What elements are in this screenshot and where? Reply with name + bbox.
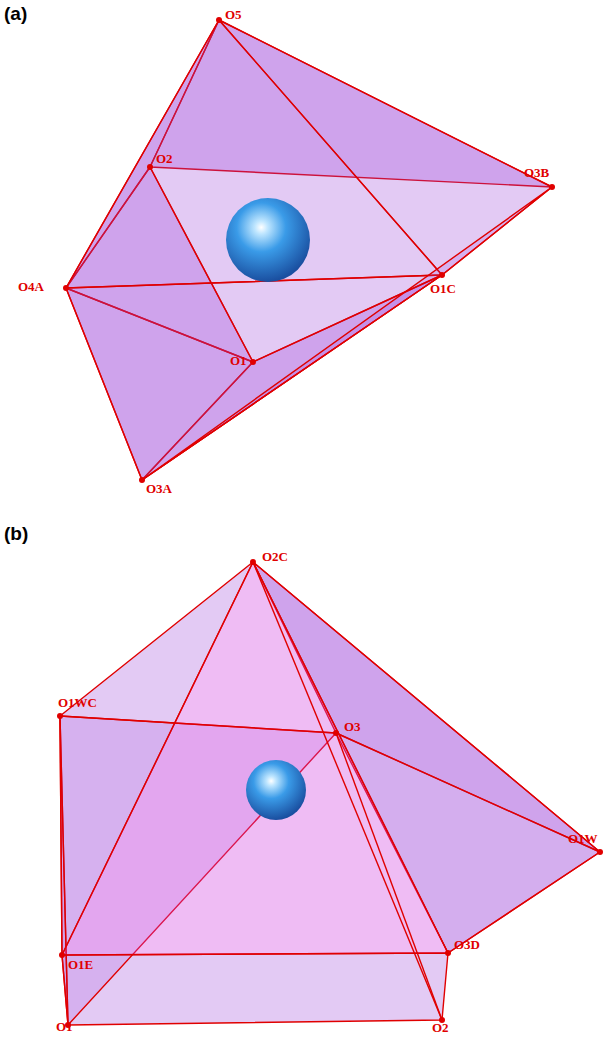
metal-atom (246, 760, 306, 820)
vertex-dots-b (57, 559, 603, 1028)
atom-label: O3B (524, 166, 549, 179)
polyhedron-a (66, 20, 552, 480)
panel-label: (b) (4, 524, 28, 543)
polyhedron-b (60, 562, 600, 1025)
atom-label: O1 (56, 1020, 73, 1033)
atom-label: O3D (454, 938, 480, 951)
atom-label: O1W (568, 832, 598, 845)
atom-label: O4A (18, 280, 44, 293)
atom-label: O1E (68, 958, 93, 971)
atom-label: O2C (262, 550, 288, 563)
metal-atom (226, 198, 310, 282)
atom-label: O3A (146, 482, 172, 495)
vertex-dots-a (63, 17, 555, 483)
atom-label: O2 (432, 1021, 449, 1034)
atom-label: O2 (156, 152, 173, 165)
atom-label: O5 (225, 8, 242, 21)
atom-label: O3 (344, 720, 361, 733)
atom-label: O1 (230, 354, 247, 367)
atom-label: O1WC (58, 696, 97, 709)
atom-label: O1C (430, 282, 456, 295)
panel-label: (a) (4, 4, 27, 23)
